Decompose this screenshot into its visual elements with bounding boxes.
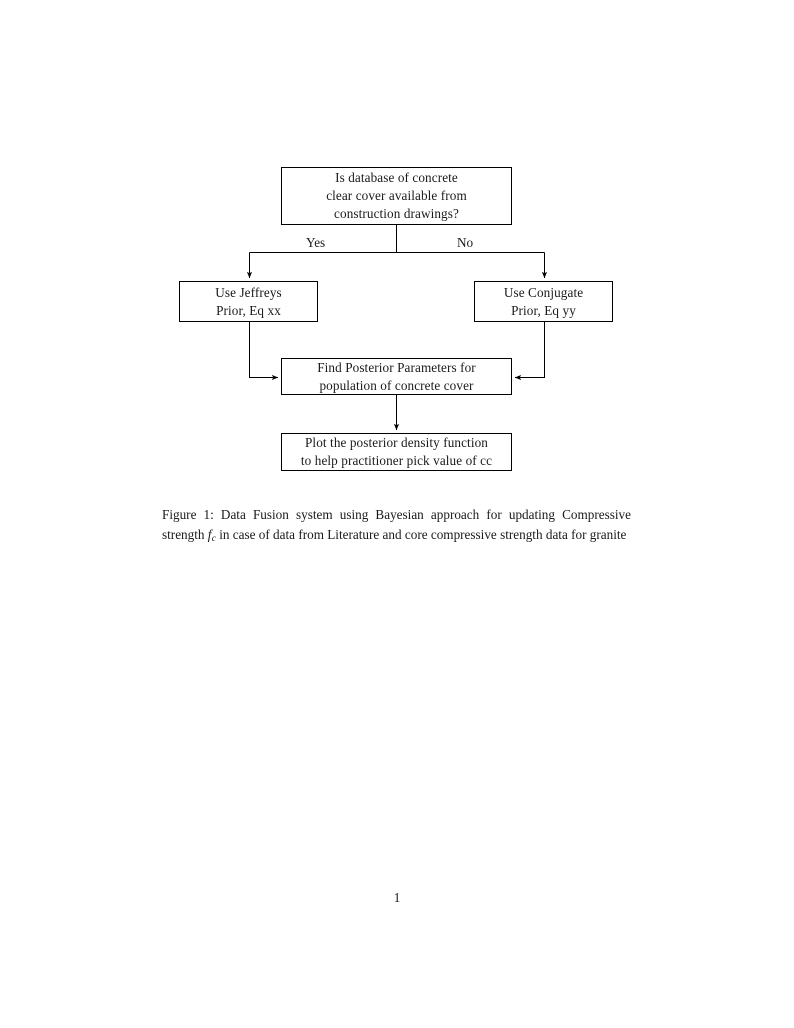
use-jeffreys-prior: Use Jeffreys Prior, Eq xx <box>179 281 318 322</box>
node-line: Prior, Eq xx <box>216 302 281 318</box>
edge-label-no: No <box>457 235 474 250</box>
plot-posterior-density: Plot the posterior density function to h… <box>281 433 512 471</box>
edge-label-yes: Yes <box>306 235 326 250</box>
node-line: Is database of concrete <box>335 170 458 185</box>
use-conjugate-prior: Use Conjugate Prior, Eq yy <box>474 281 613 322</box>
node-line: Use Conjugate <box>503 284 584 300</box>
math-variable-f: f <box>207 526 212 542</box>
figure-1: Is database of concrete clear cover avai… <box>0 0 794 490</box>
page-number: 1 <box>393 890 401 905</box>
decision-database-available: Is database of concrete clear cover avai… <box>281 167 512 225</box>
figure-caption-label: Figure 1: <box>162 507 214 523</box>
edge-conjugate-to-posterior <box>514 322 545 381</box>
node-line: Plot the posterior density function <box>305 435 488 450</box>
math-subscript-c: c <box>211 533 216 544</box>
node-line: population of concrete cover <box>319 377 474 393</box>
find-posterior-parameters: Find Posterior Parameters for population… <box>281 358 512 395</box>
figure-caption-text-before: Data Fusion system using Bayesian approa… <box>162 507 631 542</box>
node-line: Find Posterior Parameters for <box>317 359 476 375</box>
node-line: to help practitioner pick value of cc <box>300 453 493 468</box>
node-line: construction drawings? <box>334 206 459 221</box>
node-line: Use Jeffreys <box>215 284 282 300</box>
flowchart-connectors <box>246 225 548 431</box>
node-line: clear cover available from <box>326 188 467 203</box>
figure-caption-text-after: in case of data from Literature and core… <box>215 526 627 542</box>
edge-jeffreys-to-posterior <box>249 322 279 381</box>
figure-caption: Figure 1: Data Fusion system using Bayes… <box>162 505 631 549</box>
node-line: Prior, Eq yy <box>511 302 576 318</box>
